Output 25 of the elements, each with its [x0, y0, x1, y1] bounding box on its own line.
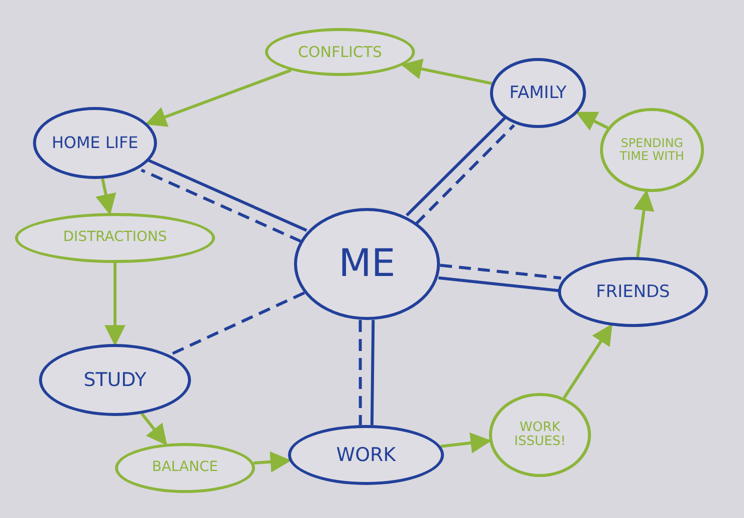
connector-line	[140, 168, 302, 243]
arrow	[634, 190, 654, 258]
arrow	[400, 58, 492, 85]
arrow	[440, 432, 492, 454]
connector-line	[370, 320, 375, 426]
arrow	[104, 263, 126, 346]
connector-line	[358, 320, 362, 425]
connector-line	[415, 124, 516, 225]
node-label: STUDY	[82, 370, 148, 390]
node-label: SPENDING TIME WITH	[618, 136, 686, 164]
connector-line	[438, 276, 559, 292]
arrow	[145, 68, 292, 127]
node-label: FRIENDS	[595, 282, 671, 302]
node-label: FAMILY	[508, 84, 568, 102]
node-label: CONFLICTS	[296, 44, 384, 60]
node-label: WORK ISSUES!	[513, 420, 567, 450]
node-label: HOME LIFE	[50, 134, 140, 152]
connector-line	[440, 264, 562, 280]
node-label: BALANCE	[151, 460, 219, 476]
arrow	[576, 111, 608, 131]
node-label: ME	[338, 243, 396, 285]
arrow	[96, 178, 116, 216]
connector-line	[406, 116, 506, 216]
node-label: WORK	[335, 444, 397, 466]
node-label: DISTRACTIONS	[62, 230, 168, 246]
